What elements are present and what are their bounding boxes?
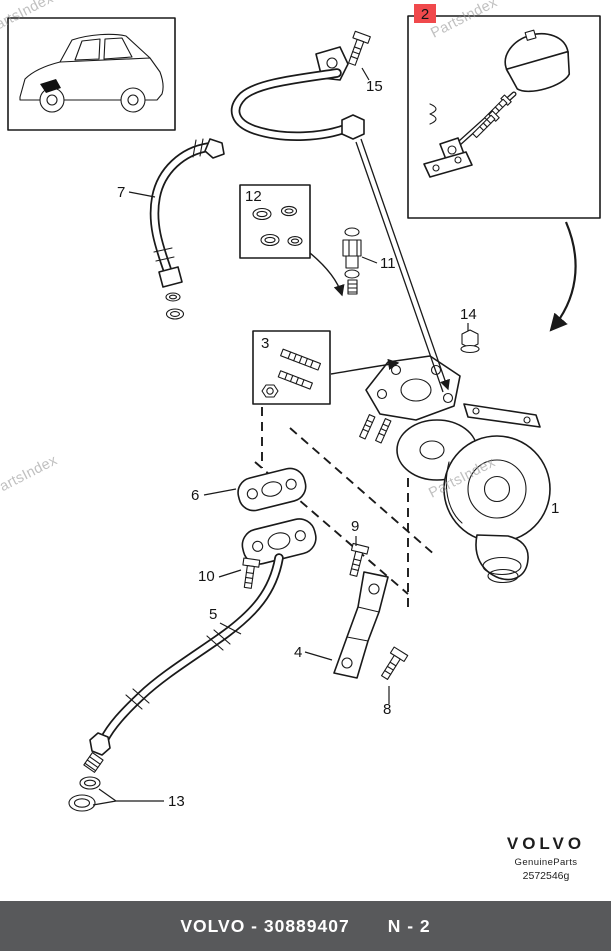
callout-10: 10: [198, 568, 215, 585]
bolt-9: [349, 542, 370, 577]
banjo-fitting-11: [342, 227, 362, 295]
leader-lines: [92, 67, 469, 806]
flange-stud-b: [375, 418, 392, 444]
nut-3: [261, 384, 279, 398]
compressor-housing: [443, 435, 551, 543]
image-code: 2572546g: [522, 870, 570, 882]
callout-7: 7: [117, 184, 125, 201]
flange-stud-a: [359, 414, 376, 440]
callout-1: 1: [551, 500, 559, 517]
callout-15: 15: [366, 78, 383, 95]
hose5-end-nut: [89, 732, 111, 756]
bolt-10: [242, 557, 261, 589]
callout-14: 14: [460, 306, 477, 323]
detail-box-12: [239, 184, 311, 259]
callout-4: 4: [294, 644, 302, 661]
actuator-clip: [429, 103, 437, 125]
o-ring-13: [68, 794, 96, 812]
callout-3: 3: [261, 335, 269, 352]
gasket-6: [237, 467, 307, 512]
pipe-end-nut: [341, 114, 365, 140]
footer-part-number: VOLVO - 30889407: [180, 915, 350, 936]
hose-bottom-fitting: [158, 266, 183, 288]
callout-8: 8: [383, 701, 391, 718]
oil-feed-pipe: [230, 46, 365, 141]
callout-labels: 2 1 3 4 5 6 7 8 9 10 11 12 13 14 15: [117, 4, 559, 810]
volvo-logo: VOLVO: [506, 834, 586, 853]
genuine-parts-label: GenuineParts: [514, 857, 578, 868]
bolt-8: [381, 646, 409, 680]
callout-13: 13: [168, 793, 185, 810]
actuator-bracket: [463, 403, 541, 428]
detail-box-2: [407, 15, 601, 219]
turbocharger: [359, 355, 551, 584]
hose-top-fitting: [204, 138, 225, 159]
stud-a: [280, 348, 322, 371]
return-hose-7: [149, 138, 225, 320]
branding-block: VOLVO GenuineParts 2572546g: [488, 834, 604, 882]
footer-page-label: N - 2: [387, 915, 431, 936]
callout-2: 2: [421, 6, 429, 23]
callout-9: 9: [351, 518, 359, 535]
callout-11: 11: [380, 255, 396, 272]
nut-14: [460, 329, 480, 354]
stud-b: [277, 370, 313, 390]
location-marker: [40, 79, 61, 93]
footer-bar: VOLVO - 30889407 N - 2: [0, 901, 611, 951]
car-thumbnail: [7, 17, 176, 131]
actuator-stud-b: [472, 110, 500, 139]
bracket-4: [333, 571, 389, 679]
actuator-capsule: [504, 29, 571, 93]
exploded-parts-diagram: 2 1 3 4 5 6 7 8 9 10 11 12 13 14 15: [7, 4, 601, 812]
detail-box-3: [252, 330, 331, 405]
drain-hose-5: [68, 553, 284, 812]
callout-2-highlight: [414, 4, 436, 23]
connection-arrows: [309, 138, 577, 393]
callout-5: 5: [209, 606, 217, 623]
callout-6: 6: [191, 487, 199, 504]
callout-12: 12: [245, 188, 262, 205]
bolt-15: [348, 30, 371, 66]
